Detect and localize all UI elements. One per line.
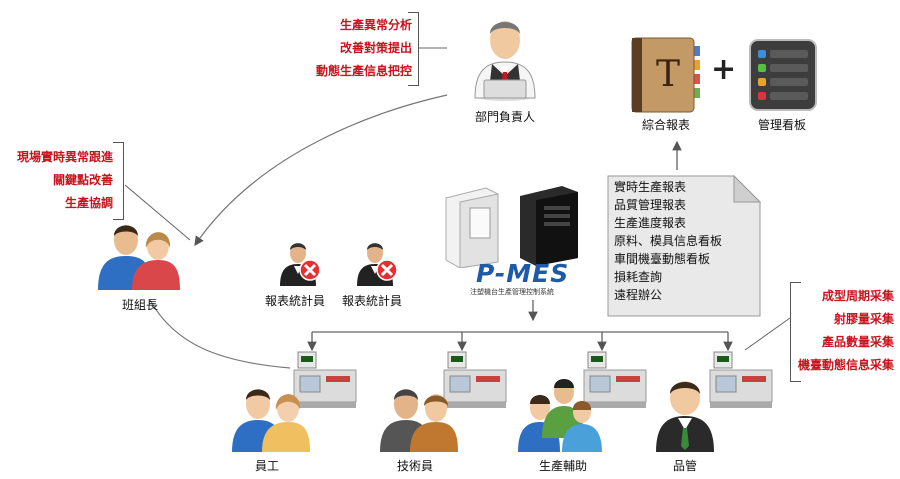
- report-label: 綜合報表: [641, 118, 690, 132]
- manager-note: 改善對策提出: [339, 41, 412, 55]
- document-icon: [607, 174, 762, 317]
- manager-note: 生產異常分析: [339, 18, 412, 32]
- leader-note: 現場實時異常跟進: [16, 150, 113, 164]
- leader-note: 生產協調: [64, 196, 113, 210]
- manager-label: 部門負責人: [474, 110, 535, 124]
- leader-to-machines-line: [149, 299, 291, 369]
- collection-notes: 成型周期采集 射膠量采集 產品數量采集 機臺動態信息采集: [792, 285, 894, 377]
- injection-machine-icon: [709, 351, 773, 408]
- collection-leader: [744, 317, 791, 351]
- team-leader-label: 班組長: [121, 298, 158, 312]
- report-item: 遠程辦公: [614, 288, 663, 302]
- collection-note: 射膠量采集: [833, 312, 894, 326]
- leader-notes-leader: [124, 184, 191, 241]
- report-item: 品質管理報表: [614, 198, 687, 212]
- manager-to-leader-arrow: [194, 94, 448, 246]
- leader-notes: 現場實時異常跟進 關鍵點改善 生產協調: [0, 146, 113, 215]
- plus-sign: +: [711, 52, 737, 87]
- report-clerk-icon: [280, 243, 321, 286]
- quality-control-label: 品管: [672, 459, 697, 473]
- manager-note: 動態生產信息把控: [315, 64, 412, 78]
- report-item: 生產進度報表: [614, 216, 687, 230]
- injection-machine-icon: [583, 351, 647, 408]
- technician-icon: [380, 389, 458, 452]
- report-item: 損耗查詢: [614, 270, 663, 284]
- book-letter: T: [656, 54, 680, 95]
- technician-label: 技術員: [396, 459, 433, 473]
- pmes-title: P-MES: [476, 259, 570, 288]
- injection-machine-icon: [443, 351, 507, 408]
- collection-note: 產品數量采集: [821, 335, 894, 349]
- manager-notes-bracket: [408, 12, 419, 86]
- report-item: 車間機臺動態看板: [614, 252, 711, 266]
- worker-icon: [232, 389, 310, 452]
- report-clerk-icon: [357, 243, 398, 286]
- report-clerk-label: 報表統計員: [264, 294, 325, 308]
- board-label: 管理看板: [757, 118, 806, 132]
- team-leader-icon: [98, 225, 180, 290]
- worker-label: 員工: [254, 459, 279, 473]
- manager-notes: 生產異常分析 改善對策提出 動態生產信息把控: [300, 14, 412, 83]
- leader-note: 關鍵點改善: [52, 173, 113, 187]
- production-assist-icon: [518, 379, 602, 452]
- collection-note: 成型周期采集: [821, 289, 894, 303]
- server-icon: [445, 186, 578, 268]
- injection-machine-icon: [293, 351, 357, 408]
- collection-note: 機臺動態信息采集: [797, 358, 894, 372]
- production-assist-label: 生產輔助: [538, 459, 587, 473]
- quality-control-icon: [656, 381, 714, 452]
- report-items: 實時生產報表 品質管理報表 生產進度報表 原料、模具信息看板 車間機臺動態看板 …: [614, 178, 722, 304]
- report-item: 實時生產報表: [614, 180, 687, 194]
- report-item: 原料、模具信息看板: [614, 234, 723, 248]
- board-icon: [749, 39, 817, 111]
- report-book-icon: T: [631, 37, 700, 113]
- report-clerk-label: 報表統計員: [341, 294, 402, 308]
- manager-icon: [474, 21, 536, 101]
- collection-bracket: [790, 282, 801, 382]
- pmes-subtitle: 注塑機台生產管理控制系統: [470, 288, 554, 296]
- leader-notes-bracket: [113, 142, 124, 220]
